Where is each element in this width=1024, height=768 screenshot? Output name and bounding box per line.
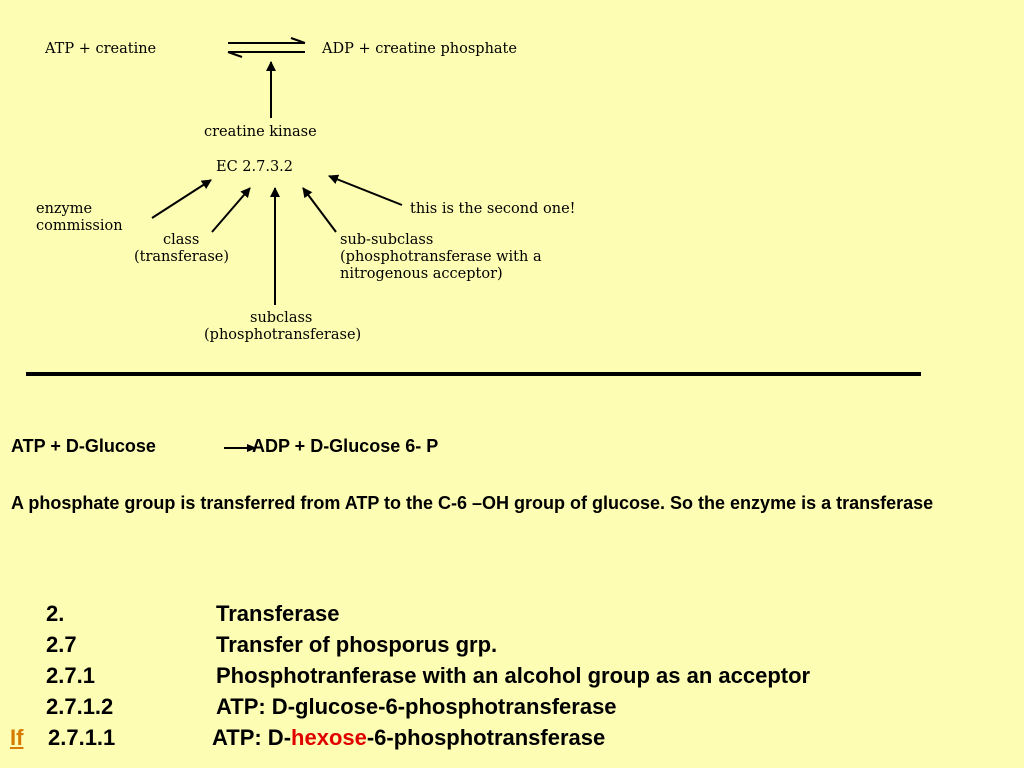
reaction-reactants: ATP + D-Glucose [11,436,156,456]
ec-number-cell: 2.7.1.2 [46,694,114,719]
if-link[interactable]: If [10,725,24,750]
arrow-enzyme-commission [151,179,212,219]
ec-row: 2.7 Transfer of phosporus grp. [0,632,1000,663]
label-subsubclass-3: nitrogenous acceptor) [340,266,503,282]
right-arrow-icon [224,444,257,452]
ec-number-cell: 2.7 [46,632,77,657]
equilibrium-arrow [227,37,306,58]
ec-number-diagram: ATP + creatine ADP + creatine phosphate … [36,37,575,343]
reaction-right-text: ADP + creatine phosphate [321,41,517,57]
ec-hierarchy-list: 2. Transferase 2.7 Transfer of phosporus… [0,601,1000,756]
arrow-subsubclass [302,187,337,233]
label-enzyme-commission-1: enzyme [36,201,92,217]
ec-description-cell: ATP: D-glucose-6-phosphotransferase [216,694,617,719]
label-subclass-1: subclass [250,310,312,326]
hexose-highlight: hexose [291,725,367,750]
ec-number-cell: 2.7.1 [46,663,95,688]
reaction-left-text: ATP + creatine [44,41,156,57]
label-class-1: class [163,232,199,248]
ec-row: 2.7.1 Phosphotranferase with an alcohol … [0,663,1000,694]
ec-number-cell: 2.7.1.1 [48,725,116,750]
explanation-text: A phosphate group is transferred from AT… [11,493,934,513]
desc-suffix: -6-phosphotransferase [366,725,606,750]
label-subsubclass-1: sub-subclass [340,232,433,248]
ec-description-cell: ATP: D-hexose-6-phosphotransferase [212,725,605,751]
label-second-one: this is the second one! [410,201,575,217]
reaction-products: ADP + D-Glucose 6- P [252,436,439,456]
ec-row: 2. Transferase [0,601,1000,632]
ec-row-hexokinase: If 2.7.1.1 ATP: D-hexose-6-phosphotransf… [0,725,1000,756]
label-subsubclass-2: (phosphotransferase with a [340,249,542,265]
arrow-second-one [328,174,403,206]
ec-description-cell: Transfer of phosporus grp. [216,632,498,657]
label-enzyme-commission-2: commission [36,218,123,234]
label-subclass-2: (phosphotransferase) [204,327,361,343]
ec-number-cell: 2. [46,601,65,626]
ec-number: EC 2.7.3.2 [216,159,293,175]
enzyme-name: creatine kinase [204,124,317,140]
label-class-2: (transferase) [134,249,229,265]
ec-description-cell: Transferase [216,601,340,626]
arrow-class [211,187,251,233]
ec-description-cell: Phosphotranferase with an alcohol group … [216,663,811,688]
ec-row: 2.7.1.2 ATP: D-glucose-6-phosphotransfer… [0,694,1000,725]
section-divider [26,372,921,376]
desc-prefix: ATP: D- [212,725,292,750]
